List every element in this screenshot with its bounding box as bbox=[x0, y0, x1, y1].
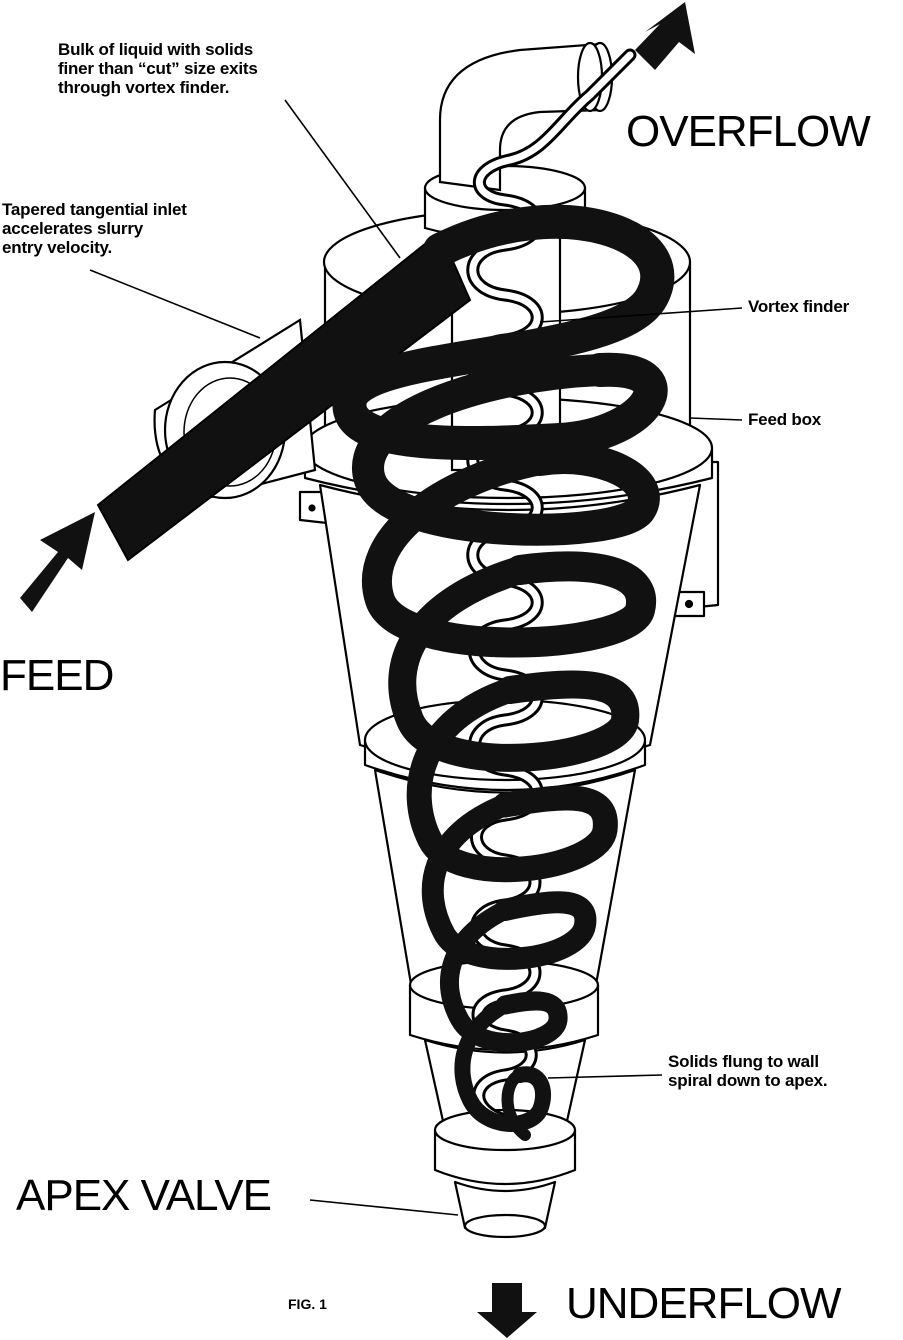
label-vortex-finder: Vortex finder bbox=[748, 297, 849, 316]
apex-outlet bbox=[465, 1215, 545, 1237]
figure-caption: FIG. 1 bbox=[288, 1296, 327, 1312]
label-bulk-liquid: Bulk of liquid with solids finer than “c… bbox=[58, 40, 318, 97]
leader-apex bbox=[310, 1200, 458, 1215]
label-underflow: UNDERFLOW bbox=[566, 1280, 841, 1328]
label-solids-flung: Solids flung to wall spiral down to apex… bbox=[668, 1052, 898, 1090]
leader-inlet bbox=[90, 270, 260, 338]
feed-arrow-icon bbox=[20, 512, 95, 612]
overflow-arrow-icon bbox=[635, 2, 695, 70]
outer-spiral bbox=[349, 222, 657, 1135]
label-feed: FEED bbox=[0, 652, 113, 700]
leader-feedbox bbox=[690, 418, 742, 420]
leader-bulk bbox=[285, 100, 400, 258]
label-tapered-inlet: Tapered tangential inlet accelerates slu… bbox=[2, 200, 252, 257]
label-overflow: OVERFLOW bbox=[626, 108, 870, 156]
label-feed-box: Feed box bbox=[748, 410, 821, 429]
label-apex-valve: APEX VALVE bbox=[16, 1172, 271, 1220]
underflow-arrow-icon bbox=[477, 1283, 537, 1338]
